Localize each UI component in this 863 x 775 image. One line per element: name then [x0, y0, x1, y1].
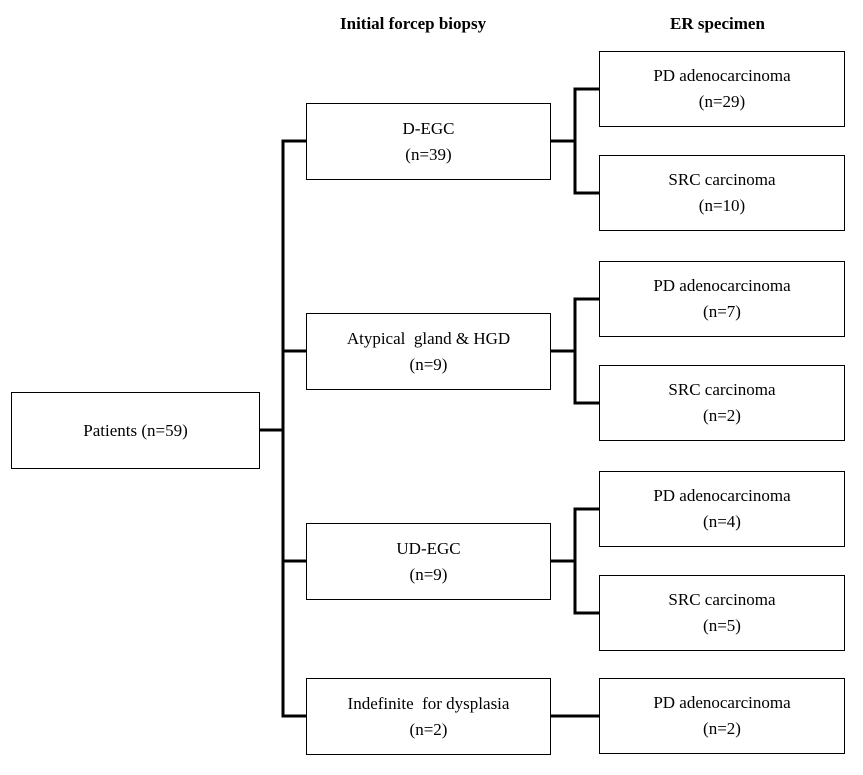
- er-name: SRC carcinoma: [668, 590, 776, 609]
- er-count: (n=2): [703, 719, 741, 738]
- er-name: SRC carcinoma: [668, 170, 776, 189]
- er-count: (n=7): [703, 302, 741, 321]
- er-count: (n=2): [703, 406, 741, 425]
- biopsy-count: (n=9): [409, 354, 448, 374]
- er-count: (n=5): [703, 616, 741, 635]
- biopsy-box-ud-egc: UD-EGC (n=9): [306, 523, 551, 600]
- er-box-4: SRC carcinoma (n=2): [599, 365, 845, 441]
- patients-box: Patients (n=59): [11, 392, 260, 469]
- biopsy-name: D-EGC: [402, 118, 455, 138]
- biopsy-box-indefinite-for-dysplasia: Indefinite for dysplasia (n=2): [306, 678, 551, 755]
- er-box-5: PD adenocarcinoma (n=4): [599, 471, 845, 547]
- biopsy-box-d-egc: D-EGC (n=39): [306, 103, 551, 180]
- er-name: PD adenocarcinoma: [653, 276, 791, 295]
- er-name: PD adenocarcinoma: [653, 486, 791, 505]
- er-box-1: PD adenocarcinoma (n=29): [599, 51, 845, 127]
- header-initial-forcep-biopsy: Initial forcep biopsy: [340, 14, 487, 33]
- header-er-specimen: ER specimen: [670, 14, 765, 33]
- er-count: (n=29): [698, 92, 746, 111]
- er-name: PD adenocarcinoma: [653, 66, 791, 85]
- biopsy-box-atypical-gland-hgd: Atypical gland & HGD (n=9): [306, 313, 551, 390]
- biopsy-name: UD-EGC: [396, 538, 461, 558]
- er-box-3: PD adenocarcinoma (n=7): [599, 261, 845, 337]
- er-box-2: SRC carcinoma (n=10): [599, 155, 845, 231]
- biopsy-count: (n=2): [409, 719, 448, 739]
- biopsy-name: Atypical gland & HGD: [346, 328, 511, 348]
- biopsy-count: (n=39): [405, 144, 452, 164]
- patients-label: Patients (n=59): [83, 420, 188, 440]
- biopsy-count: (n=9): [409, 564, 448, 584]
- er-name: PD adenocarcinoma: [653, 693, 791, 712]
- er-name: SRC carcinoma: [668, 380, 776, 399]
- er-count: (n=10): [698, 196, 746, 215]
- er-box-6: SRC carcinoma (n=5): [599, 575, 845, 651]
- er-box-7: PD adenocarcinoma (n=2): [599, 678, 845, 754]
- er-count: (n=4): [703, 512, 741, 531]
- biopsy-name: Indefinite for dysplasia: [347, 693, 510, 713]
